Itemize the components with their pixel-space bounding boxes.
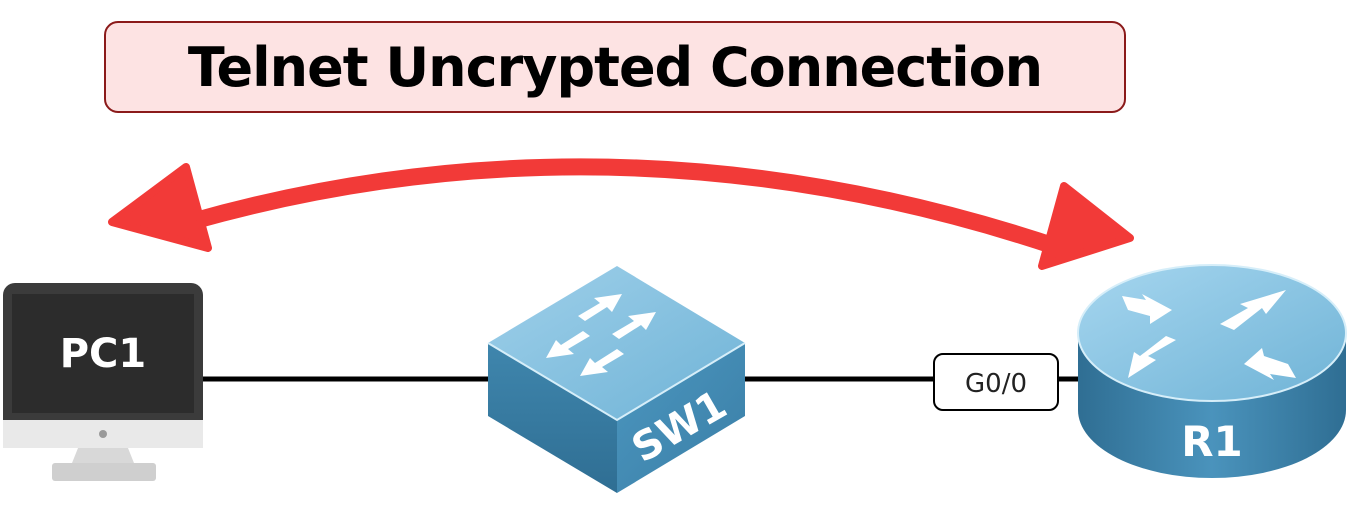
pc1-device: PC1 [3, 283, 203, 481]
r1-device: R1 [1077, 264, 1347, 478]
sw1-device: SW1 [487, 266, 746, 493]
network-switch-icon [487, 266, 746, 493]
title-banner: Telnet Uncrypted Connection [104, 21, 1126, 113]
pc1-label: PC1 [60, 331, 147, 377]
desktop-monitor-icon [3, 283, 203, 481]
r1-label: R1 [1181, 417, 1243, 466]
network-router-icon [1077, 264, 1347, 478]
r1-port-tag: G0/0 [933, 353, 1059, 411]
r1-port-label: G0/0 [965, 369, 1027, 399]
diagram-title: Telnet Uncrypted Connection [187, 35, 1043, 99]
telnet-connection-arrow [108, 158, 1134, 270]
arrow-head-right-icon [1038, 182, 1134, 270]
arrow-head-left-icon [108, 163, 212, 252]
